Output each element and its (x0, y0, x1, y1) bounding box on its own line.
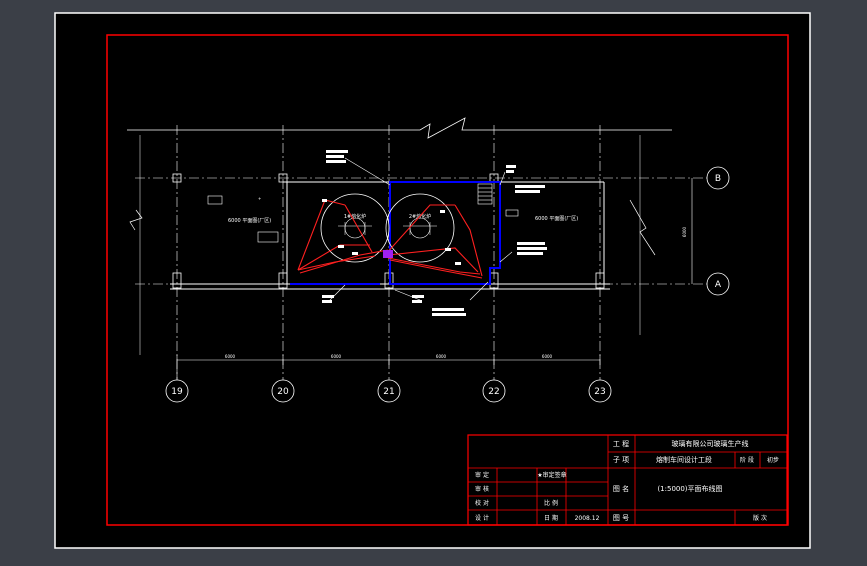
tb-subitem-label: 子 项 (613, 456, 629, 464)
furnace-1-label: 1#熔化炉 (344, 213, 366, 220)
tb-version-label: 版 次 (753, 514, 767, 522)
tb-proof-label: 校 对 (475, 499, 489, 507)
axis-20: 20 (271, 379, 295, 403)
left-room-box-1 (207, 195, 223, 205)
axis-21-label: 21 (383, 387, 394, 397)
tb-number-label: 图 号 (613, 514, 629, 522)
left-room-label: 6000 平面图(厂区) (228, 218, 271, 224)
left-break-mark (129, 209, 143, 231)
tb-project-value: 玻璃有限公司玻璃生产线 (672, 439, 749, 448)
tb-project-label: 工 程 (613, 439, 629, 448)
junction-box (383, 250, 393, 258)
furnace-grid (338, 222, 437, 235)
left-room-box-2 (257, 231, 279, 243)
tb-drawing-value: (1:5000)平面布线图 (657, 484, 722, 493)
cable-markers (322, 199, 461, 265)
control-room-wall (389, 181, 501, 285)
dim-span-3: 6000 (436, 354, 447, 359)
top-break-line (127, 117, 672, 139)
axis-A: A (706, 272, 730, 296)
right-break-mark (629, 199, 656, 256)
tb-ratio-label: 比 例 (544, 499, 558, 507)
axis-A-label: A (715, 280, 722, 290)
tb-date-label: 日 期 (544, 514, 558, 522)
right-room-label: 6000 平面图(厂区) (535, 216, 578, 222)
axis-19-label: 19 (171, 387, 183, 397)
axis-21: 21 (377, 379, 401, 403)
right-room-box (505, 209, 519, 217)
axis-23-label: 23 (594, 387, 605, 397)
dim-span-1: 6000 (225, 354, 236, 359)
dimension-line (176, 355, 601, 365)
furnace-2-circle (385, 193, 455, 263)
axis-23: 23 (588, 379, 612, 403)
dim-row-span: 6000 (682, 226, 687, 237)
title-block: 工 程 玻璃有限公司玻璃生产线 子 项 熔制车间设计工段 阶 段 初步 审 定 … (467, 434, 788, 526)
callout-text-blocks (322, 150, 547, 316)
tb-check-label: 审 核 (475, 485, 489, 493)
tb-date-value: 2008.12 (575, 515, 600, 522)
tb-design-label: 设 计 (475, 514, 489, 522)
left-room-tag: + (258, 196, 261, 201)
axis-20-label: 20 (277, 387, 289, 397)
tb-review-label: 审 定 (475, 471, 489, 479)
tb-drawing-label: 图 名 (613, 484, 629, 493)
tb-sign-value: ★审定签章 (537, 471, 566, 479)
axis-B-label: B (715, 174, 721, 184)
furnace-1-circle (320, 193, 390, 263)
tb-subitem-value: 熔制车间设计工段 (656, 455, 712, 464)
axis-22: 22 (482, 379, 506, 403)
drawing-border (106, 34, 789, 526)
axis-B: B (706, 166, 730, 190)
axis-19: 19 (165, 365, 189, 403)
dim-span-2: 6000 (331, 354, 342, 359)
stair (477, 183, 493, 205)
axis-22-label: 22 (488, 387, 499, 397)
tb-stage-value: 初步 (767, 456, 779, 464)
dim-span-4: 6000 (542, 354, 553, 359)
tb-stage-label: 阶 段 (740, 456, 754, 464)
